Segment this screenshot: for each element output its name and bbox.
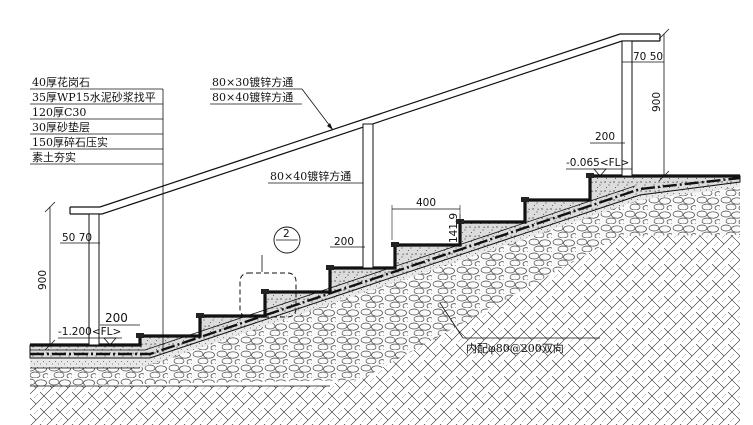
dim-400: 400 [416,197,436,209]
label-tube-top: 80×30镀锌方通 [212,75,293,89]
dim-post-right: 70 50 [622,51,664,63]
rebar-line [30,176,741,356]
dim-landing-bottom: 200 [100,311,140,326]
rebar-note: 内配φ80@200双向 [439,302,600,355]
layer-granite: 40厚花岗石 [32,76,90,89]
level-top-text: -0.065<FL> [566,157,629,169]
rebar-line-secondary [30,185,636,351]
railing-posts [88,40,633,346]
layer-sand: 30厚砂垫层 [32,120,90,134]
dim-tread: 400 [391,197,461,240]
dim-70-50: 70 50 [633,51,663,63]
dim-landing-top: 200 [590,131,625,144]
detail-number: 2 [283,228,290,240]
dim-50-70: 50 70 [62,232,92,244]
layer-concrete: 120厚C30 [32,106,86,119]
level-bottom-text: -1.200<FL> [58,326,121,338]
dim-900-right: 900 [651,92,663,112]
layer-soil: 素土夯实 [32,150,76,164]
level-marker-bottom: -1.200<FL> [58,326,122,346]
detail-callout: 2 [239,226,301,318]
dim-riser: 141.9 [448,213,461,245]
dim-200-bottom: 200 [105,311,128,325]
dim-200-top: 200 [595,131,615,143]
dim-post-mid: 200 [330,236,365,248]
label-tube-rail: 80×40镀锌方通 [212,90,293,104]
soil-fill [30,175,740,425]
layer-mortar: 35厚WP15水泥砂浆找平 [32,90,156,104]
dim-141-9: 141.9 [448,213,460,243]
dim-left-900: 900 [37,201,56,351]
dim-right-900: 900 [651,28,670,182]
dim-900-left: 900 [37,270,49,290]
dim-200-mid: 200 [334,236,354,248]
level-marker-top: -0.065<FL> [566,157,632,177]
dim-post-left: 50 70 [60,232,100,244]
layer-gravel: 150厚碎石压实 [32,135,108,149]
label-rebar: 内配φ80@200双向 [466,341,564,355]
label-tube-post: 80×40镀锌方通 [270,169,351,183]
layer-legend: 40厚花岗石 35厚WP15水泥砂浆找平 120厚C30 30厚砂垫层 150厚… [30,76,164,352]
tube-labels: 80×30镀锌方通 80×40镀锌方通 80×40镀锌方通 [210,75,363,184]
